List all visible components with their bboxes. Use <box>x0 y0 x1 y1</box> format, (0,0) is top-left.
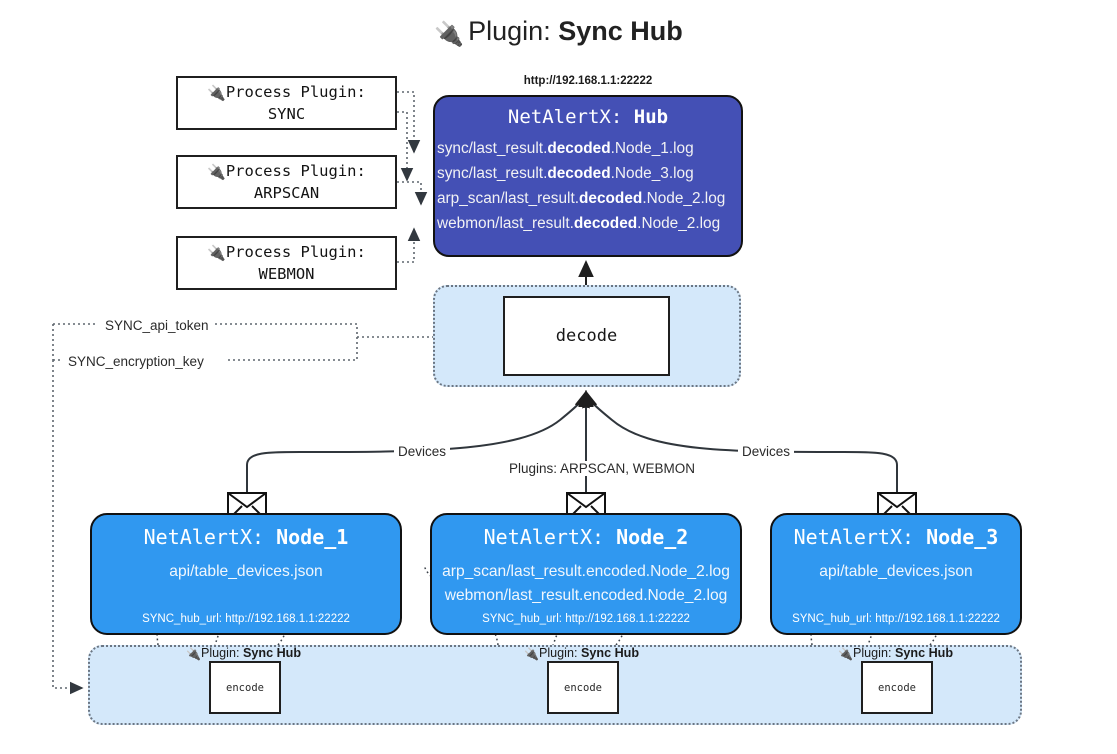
edge-arpscan-to-hub <box>397 181 428 206</box>
hub-log-line: arp_scan/last_result.decoded.Node_2.log <box>437 189 726 207</box>
node-3-title: NetAlertX: Node_3 <box>793 525 999 549</box>
process-plugin-webmon-line2: WEBMON <box>258 264 315 283</box>
node-3-line: api/table_devices.json <box>819 563 973 580</box>
plug-icon: 🔌 <box>186 647 201 661</box>
hub-log-line: sync/last_result.decoded.Node_1.log <box>437 140 694 157</box>
process-plugin-webmon-line1: 🔌Process Plugin: <box>207 242 366 262</box>
plug-icon: 🔌 <box>207 83 226 102</box>
node-2-hub-url: SYNC_hub_url: http://192.168.1.1:22222 <box>482 613 690 625</box>
edge-enc-key-to-bottom <box>52 360 84 695</box>
page-title-name: Sync Hub <box>558 16 683 46</box>
edge-label-devices-left: Devices <box>394 444 451 459</box>
node-2-line: webmon/last_result.encoded.Node_2.log <box>444 587 728 605</box>
node-1-line: api/table_devices.json <box>169 563 323 580</box>
plug-icon: 🔌 <box>207 162 226 181</box>
encode-plugin-label-3: 🔌Plugin: Sync Hub <box>838 646 954 661</box>
hub-log-line: sync/last_result.decoded.Node_3.log <box>437 164 694 182</box>
edge-node1-to-decode <box>246 390 590 492</box>
node-box-node-2[interactable]: NetAlertX: Node_2 arp_scan/last_result.e… <box>430 513 742 635</box>
edge-sync-to-hub-1 <box>397 91 421 154</box>
plug-icon: 🔌 <box>524 647 539 661</box>
process-plugin-sync-line2: SYNC <box>267 104 306 123</box>
node-2-title: NetAlertX: Node_2 <box>483 525 689 549</box>
process-plugin-arpscan-line1: 🔌Process Plugin: <box>207 161 366 181</box>
hub-log-line: webmon/last_result.decoded.Node_2.log <box>437 214 721 232</box>
hub-node-box[interactable]: NetAlertX: Hub sync/last_result.decoded.… <box>433 95 743 257</box>
edge-webmon-to-hub <box>397 227 421 263</box>
page-title: 🔌Plugin: Sync Hub <box>0 16 1117 49</box>
process-plugin-arpscan-box[interactable]: 🔌Process Plugin: ARPSCAN <box>176 155 397 209</box>
edge-node3-to-decode <box>582 390 898 492</box>
node-2-lines: arp_scan/last_result.encoded.Node_2.log … <box>432 560 740 608</box>
node-3-hub-url: SYNC_hub_url: http://192.168.1.1:22222 <box>792 613 1000 625</box>
process-plugin-sync-box[interactable]: 🔌Process Plugin: SYNC <box>176 76 397 130</box>
plug-icon: 🔌 <box>434 21 465 48</box>
edge-label-encryption-key: SYNC_encryption_key <box>64 354 208 369</box>
node-1-hub-url: SYNC_hub_url: http://192.168.1.1:22222 <box>142 613 350 625</box>
plug-icon: 🔌 <box>207 243 226 262</box>
encode-plugin-label-2: 🔌Plugin: Sync Hub <box>524 646 640 661</box>
node-box-node-1[interactable]: NetAlertX: Node_1 api/table_devices.json… <box>90 513 402 635</box>
process-plugin-webmon-box[interactable]: 🔌Process Plugin: WEBMON <box>176 236 397 290</box>
edge-label-plugins: Plugins: ARPSCAN, WEBMON <box>505 461 700 476</box>
process-plugin-arpscan-line2: ARPSCAN <box>253 183 320 202</box>
node-2-line: arp_scan/last_result.encoded.Node_2.log <box>442 563 730 580</box>
encode-box-2[interactable]: encode <box>547 661 619 714</box>
plug-icon: 🔌 <box>838 647 853 661</box>
edge-enc-key-b <box>228 337 358 361</box>
hub-title: NetAlertX: Hub <box>507 106 669 128</box>
process-plugin-sync-line1: 🔌Process Plugin: <box>207 82 366 102</box>
encode-box-3[interactable]: encode <box>861 661 933 714</box>
node-3-lines: api/table_devices.json <box>772 560 1020 584</box>
edge-label-devices-right: Devices <box>738 444 795 459</box>
encode-plugin-label-1: 🔌Plugin: Sync Hub <box>186 646 302 661</box>
page-title-prefix: Plugin: <box>468 16 559 46</box>
hub-url-label: http://192.168.1.1:22222 <box>523 75 653 87</box>
node-box-node-3[interactable]: NetAlertX: Node_3 api/table_devices.json… <box>770 513 1022 635</box>
node-1-title: NetAlertX: Node_1 <box>143 525 349 549</box>
edge-sync-to-hub-2 <box>397 111 414 182</box>
encode-box-1[interactable]: encode <box>209 661 281 714</box>
node-1-lines: api/table_devices.json <box>92 560 400 584</box>
decode-box[interactable]: decode <box>503 296 670 376</box>
edge-label-api-token: SYNC_api_token <box>101 318 213 333</box>
